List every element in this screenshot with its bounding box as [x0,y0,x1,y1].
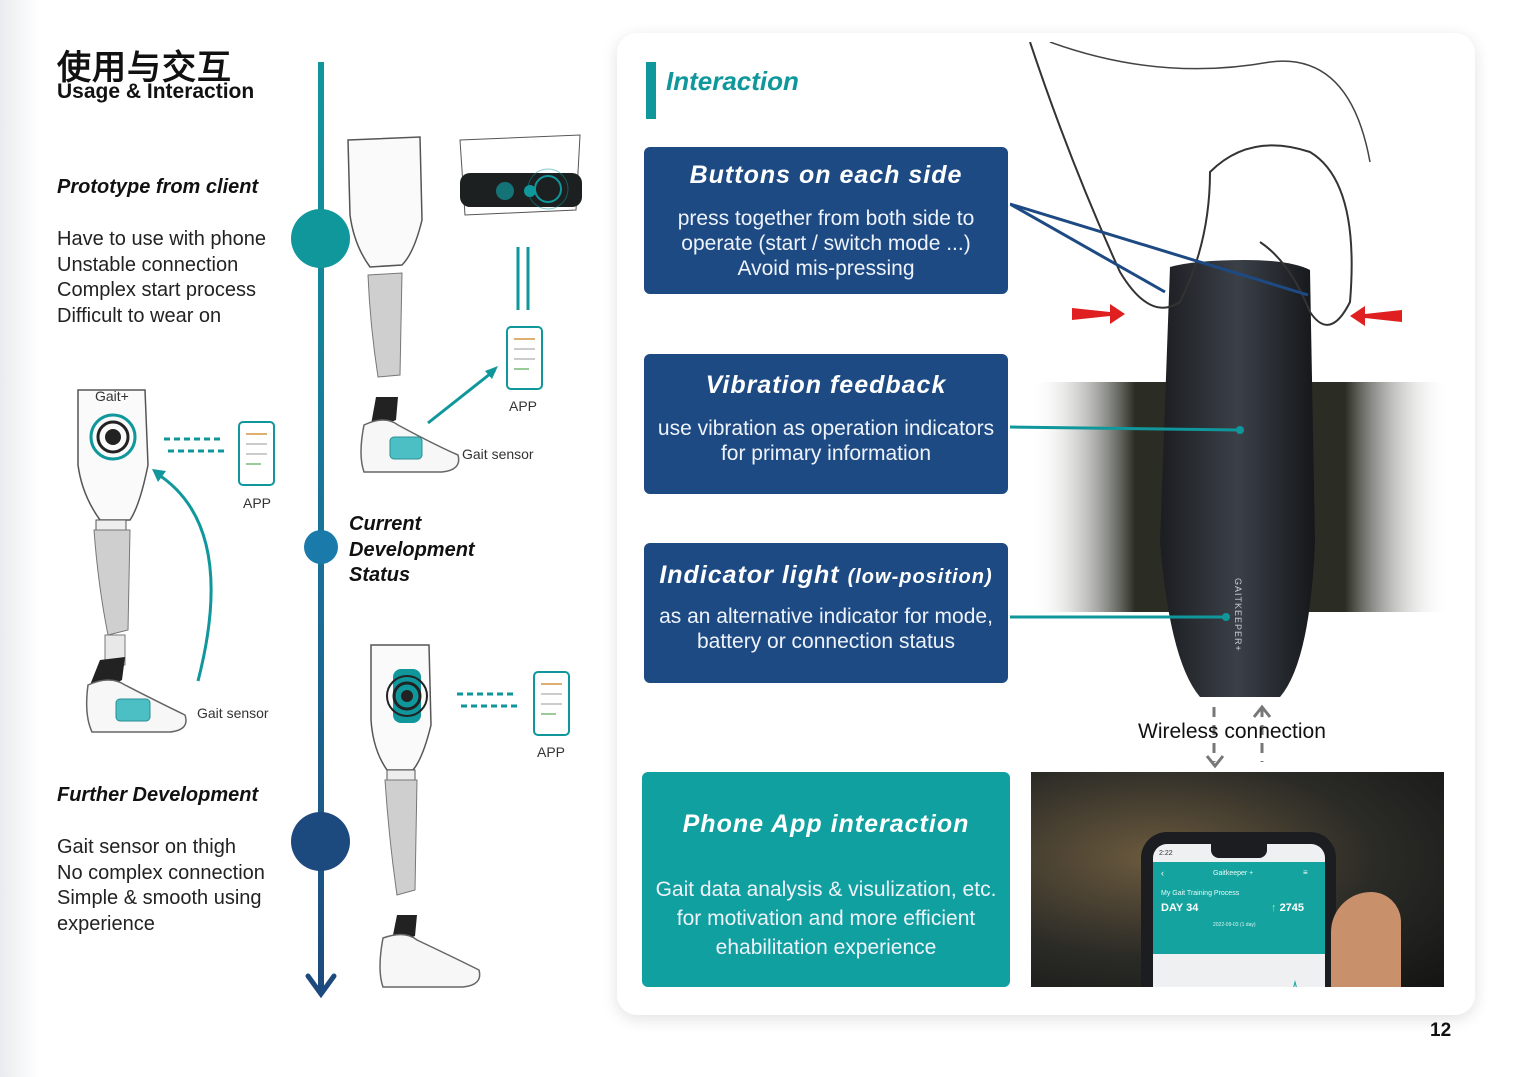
app-header: ‹ Gaitkeeper + ≡ My Gait Training Proces… [1153,862,1325,954]
list-item: Gait sensor on thigh [57,836,236,858]
gait-sensor-label: Gait sensor [197,705,269,721]
timeline-arrow-icon [305,973,337,999]
further-list: Gait sensor on thigh No complex connecti… [57,835,265,937]
arrow-up-icon: ↑ [1271,902,1277,914]
dashed-arrows-icon [164,437,226,453]
page-title-en: Usage & Interaction [57,80,255,103]
card-buttons: Buttons on each side press together from… [644,147,1008,294]
date-label: 2022-09-03 (1 day) [1213,922,1256,928]
thumb [1331,892,1401,987]
menu-icon: ≡ [1303,868,1308,877]
list-item: Complex start process [57,279,256,301]
card-title: Vibration feedback [705,371,947,399]
wireless-connection-label: Wireless connection [1138,720,1326,743]
app-label: APP [509,398,538,414]
interaction-title: Interaction [666,66,799,96]
phone-screen: 2:22 ‹ Gaitkeeper + ≡ My Gait Training P… [1153,844,1325,987]
timeline-dot-further [291,812,350,871]
app-label: APP [537,744,566,760]
list-item: Difficult to wear on [57,304,222,327]
phone-app-icon [506,326,543,390]
list-item: No complex connection [57,861,265,884]
page-title-cn: 使用与交互 [57,48,232,88]
phone-notch [1211,844,1267,858]
app-name: Gaitkeeper + [1213,870,1254,877]
phone-app-icon [238,421,275,486]
status-time: 2:22 [1159,850,1173,857]
timeline-line [318,62,324,990]
list-item: Have to use with phone [57,228,267,250]
list-item: Simple & smooth using [57,887,262,909]
card-indicator: Indicator light (low-position) as an alt… [644,543,1008,683]
list-item: experience [57,912,155,935]
page-number: 12 [1430,1020,1452,1041]
further-heading: Further Development [57,784,259,806]
phone-photo: 2:22 ‹ Gaitkeeper + ≡ My Gait Training P… [1031,772,1444,987]
arrow-down-icon [1205,755,1225,769]
day-label: DAY 34 [1161,902,1199,914]
gait-sensor-label: Gait sensor [462,446,534,462]
card-title: Phone App interaction [682,810,970,838]
vibration-rings-icon [89,413,137,461]
prototype-leg-illustration [77,389,213,733]
card-title: Indicator light (low-position) [659,561,993,589]
current-leg-illustration [347,134,582,473]
card-phone-app: Phone App interaction Gait data analysis… [642,772,1010,987]
page-edge-shadow [0,0,40,1077]
timeline-dot-current [304,530,338,564]
mini-chart-icon [1293,980,1297,987]
device-brand-text: GAITKEEPER+ [1233,578,1243,652]
prototype-heading: Prototype from client [57,176,259,198]
interaction-accent-bar [646,62,656,119]
dashed-arrows-icon [457,692,521,708]
phone-app-icon [533,671,570,736]
list-item: Unstable connection [57,253,239,276]
vibration-rings-icon [386,669,428,723]
card-title: Buttons on each side [689,161,963,189]
prototype-list: Have to use with phone Unstable connecti… [57,227,266,329]
process-label: My Gait Training Process [1161,890,1240,897]
gait-plus-label: Gait+ [95,388,129,404]
card-vibration: Vibration feedback use vibration as oper… [644,354,1008,494]
device-illustration [1010,42,1450,762]
current-status-heading: Current Development Status [349,513,475,586]
timeline-dot-prototype [291,209,350,268]
chevron-left-icon: ‹ [1161,868,1164,878]
app-label: APP [243,495,272,511]
step-count: ↑ 2745 [1271,902,1305,914]
